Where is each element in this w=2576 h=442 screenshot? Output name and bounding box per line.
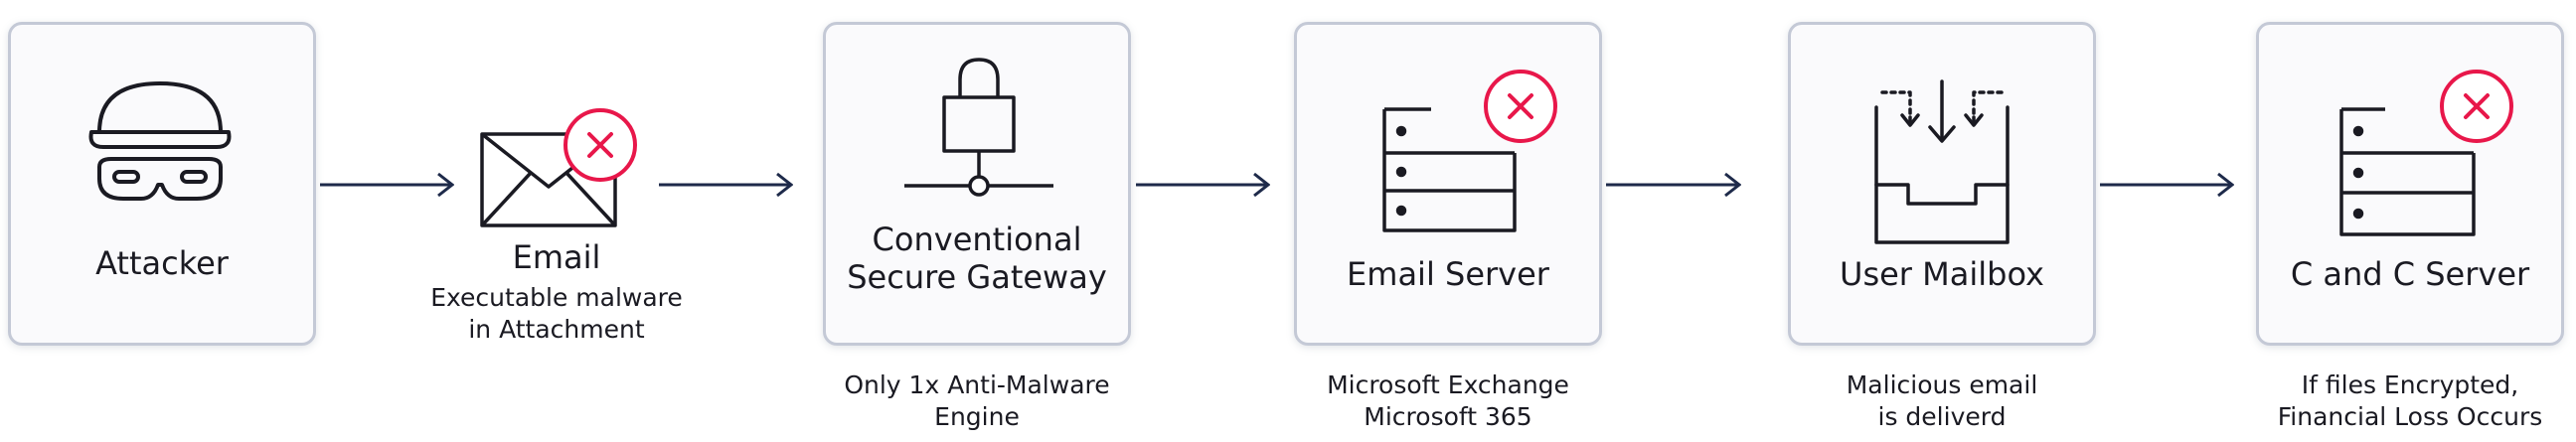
email-server-title: Email Server — [1347, 255, 1549, 293]
email-server-icon — [1382, 107, 1517, 232]
email-server-caption-line-2: Microsoft 365 — [1364, 402, 1532, 431]
cc-server-caption-line-1: If files Encrypted, — [2301, 370, 2519, 399]
gateway-title-line-1: Conventional — [872, 221, 1082, 258]
cc-server-box — [2256, 22, 2564, 346]
email-subtitle-line-1: Executable malware — [430, 283, 683, 312]
email-title: Email — [512, 238, 601, 276]
cc-server-title: C and C Server — [2290, 255, 2530, 293]
email-server-caption-line-1: Microsoft Exchange — [1327, 370, 1569, 399]
email-server-alert-icon — [1484, 70, 1557, 143]
attacker-icon — [88, 81, 232, 201]
mailbox-box — [1788, 22, 2096, 346]
mailbox-caption-line-1: Malicious email — [1846, 370, 2038, 399]
mailbox-title: User Mailbox — [1840, 255, 2044, 293]
cc-server-icon — [2339, 107, 2476, 236]
envelope-alert-icon — [564, 108, 637, 182]
email-server-box — [1294, 22, 1602, 346]
cc-server-alert-icon — [2440, 70, 2513, 143]
email-subtitle-line-2: in Attachment — [468, 315, 645, 344]
gateway-caption-line-2: Engine — [934, 402, 1020, 431]
gateway-caption-line-1: Only 1x Anti-Malware — [844, 370, 1110, 399]
cc-server-caption-line-2: Financial Loss Occurs — [2277, 402, 2543, 431]
inbox-tray-icon — [1874, 79, 2010, 244]
gateway-title-line-2: Secure Gateway — [847, 258, 1107, 296]
padlock-network-icon — [904, 58, 1053, 197]
attacker-title: Attacker — [95, 244, 229, 282]
mailbox-caption-line-2: is deliverd — [1877, 402, 2007, 431]
